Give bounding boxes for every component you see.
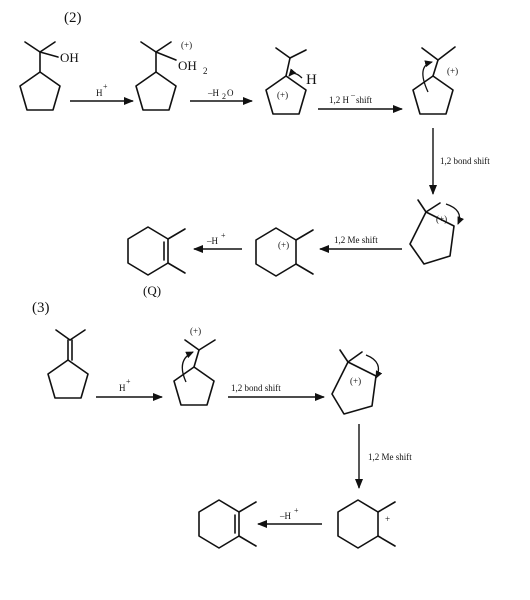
molecule-oxonium: (+) OH 2 [135,40,208,111]
arrow-protonation: H + [70,82,134,105]
arrow-dehydration: –H 2 O [190,88,253,105]
arrow3-minus-h: –H [279,511,292,521]
oxonium-charge-text: (+) [181,40,192,50]
shift1-rest: shift [356,95,373,105]
minus-h-sup: + [221,231,226,240]
arrow-protonation-3: H + [96,377,163,401]
molecule-cyclohexyl-cation: (+) [255,227,314,277]
arrow3-h: H [119,383,126,393]
arrow3-minus-h-sup: + [294,506,299,515]
hydroxyl-label: OH [60,50,79,65]
molecule-tertiary-cation: (+) H [265,47,317,115]
arrow-label-minus-h: –H [207,88,220,98]
product-q-label: (Q) [143,283,161,298]
cation3b-charge: (+) [350,376,361,386]
arrow3-shift1: 1,2 bond shift [231,383,281,393]
arrow3-h-sup: + [126,377,131,386]
arrow-label-o: O [227,88,234,98]
shift1-label: 1,2 H [329,95,350,105]
molecule-rearranged-cation: (+) [412,46,458,115]
hydrogen-label: H [306,72,317,88]
molecule-expanded-cation: (+) [409,199,464,265]
cation3-charge: (+) [190,326,201,336]
cation-charge: (+) [277,90,288,100]
molecule-starting-alcohol: OH [19,41,79,111]
part-3-number: (3) [32,300,50,316]
tert-cation-charge: (+) [447,66,458,76]
arrow-label-sub-2: 2 [222,92,226,101]
arrow-bond-shift-3: 1,2 bond shift [228,383,325,401]
arrow-hydride-shift: 1,2 H – shift [318,90,403,113]
molecule-expanded-cation-3: (+) [331,349,383,415]
arrow-label-h: H [96,88,103,98]
arrow-deprotonation-3: –H + [257,506,322,528]
molecule-alkene-start [47,329,89,399]
arrow-bond-shift: 1,2 bond shift [429,128,490,195]
molecule-final-product [198,499,257,549]
arrow-methyl-shift-3: 1,2 Me shift [355,424,412,489]
molecule-cation-3: (+) [173,326,216,406]
arrow3-shift2: 1,2 Me shift [368,452,412,462]
part-2-number: (2) [64,10,82,26]
arrow-label-h-sup: + [103,82,108,91]
arrow-methyl-shift: 1,2 Me shift [319,235,402,253]
shift2-label: 1,2 bond shift [440,156,490,166]
oxonium-sub: 2 [203,66,208,76]
minus-h-label: –H [206,236,219,246]
arrow-deprotonation: –H + [193,231,242,253]
molecule-cyclohexyl-cation-3: + [337,499,396,549]
expanded-charge: (+) [436,214,447,224]
shift1-sup: – [350,90,356,99]
hex-cation-charge: (+) [278,240,289,250]
molecule-product-q: (Q) [127,226,186,298]
shift3-label: 1,2 Me shift [334,235,378,245]
final-cation-charge: + [385,514,390,524]
oxonium-label: OH [178,58,197,73]
